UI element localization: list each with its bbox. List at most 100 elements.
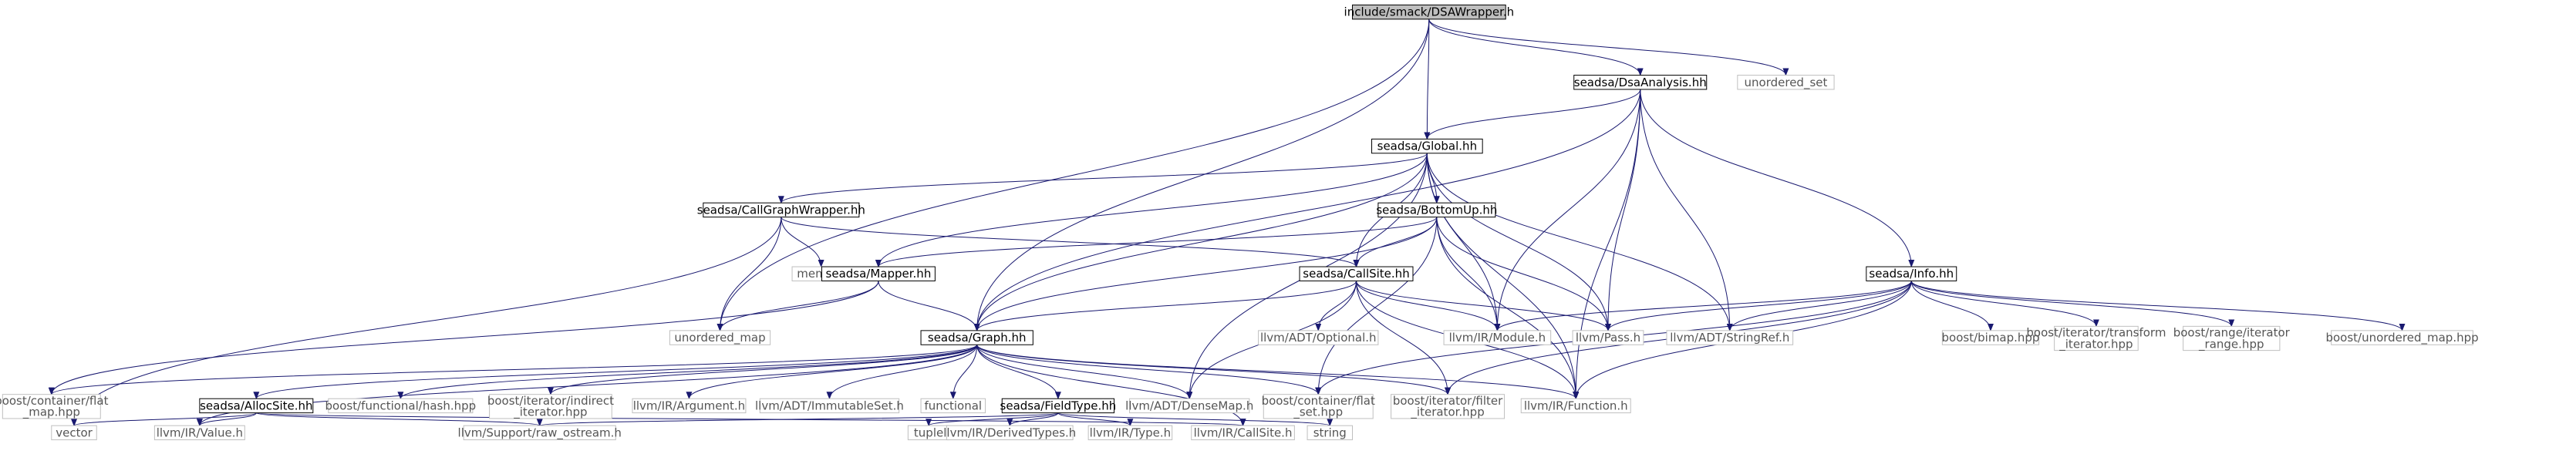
node-stringref: llvm/ADT/StringRef.h xyxy=(1666,330,1794,345)
node-label-immutableset: llvm/ADT/ImmutableSet.h xyxy=(755,399,904,412)
node-label-function: llvm/IR/Function.h xyxy=(1524,399,1628,412)
node-box-filter_iter xyxy=(1391,394,1505,419)
node-label-optional: llvm/ADT/Optional.h xyxy=(1260,331,1377,345)
node-label-flat_set: boost/container/flat xyxy=(1262,394,1375,408)
edge-root-to-graph_hh xyxy=(973,18,1430,331)
node-box-graph_hh xyxy=(920,330,1033,345)
node-functional: functional xyxy=(920,398,986,414)
node-box-info xyxy=(1866,266,1957,281)
node-box-range_iter xyxy=(2183,325,2281,351)
node-label-bimap: boost/bimap.hpp xyxy=(1942,331,2040,345)
node-box-module xyxy=(1443,330,1552,345)
edge-info-to-transform_iter xyxy=(1910,281,2099,328)
node-flat_set: boost/container/flat_set.hpp xyxy=(1262,394,1375,420)
node-label-mapper: seadsa/Mapper.hh xyxy=(826,267,932,281)
edge-graph_hh-to-flat_map xyxy=(49,344,978,395)
edge-global-to-pass xyxy=(1426,153,1611,331)
node-label-value: llvm/IR/Value.h xyxy=(157,425,243,439)
node-box-function xyxy=(1520,398,1631,414)
node-label-root: include/smack/DSAWrapper.h xyxy=(1344,5,1515,19)
edge-callgraphwrapper-to-vector xyxy=(71,217,782,427)
dependency-edges xyxy=(48,18,2406,427)
edge-global-to-mapper xyxy=(875,153,1428,268)
edge-fieldtype-to-type xyxy=(1057,412,1134,427)
node-label-dsaanalysis: seadsa/DsaAnalysis.hh xyxy=(1574,76,1707,89)
node-pass: llvm/Pass.h xyxy=(1572,330,1644,345)
edge-mapper-to-flat_map xyxy=(48,281,879,395)
node-label-filter_iter: boost/iterator/filter xyxy=(1393,394,1503,408)
node-bottomup[interactable]: seadsa/BottomUp.hh xyxy=(1376,202,1497,218)
node-graph_hh[interactable]: seadsa/Graph.hh xyxy=(920,330,1033,345)
node-label-bottomup: seadsa/BottomUp.hh xyxy=(1376,203,1497,217)
node-box-flat_map xyxy=(2,394,101,419)
node-mapper[interactable]: seadsa/Mapper.hh xyxy=(821,266,936,281)
node-function: llvm/IR/Function.h xyxy=(1520,398,1631,414)
edge-info-to-bimap xyxy=(1910,281,1994,331)
dependency-nodes: include/smack/DSAWrapper.h seadsa/DsaAnal… xyxy=(0,4,2479,441)
node-box-bimap xyxy=(1941,330,2040,345)
node-label-densemap: llvm/ADT/DenseMap.h xyxy=(1125,399,1253,412)
edge-dsaanalysis-to-graph_hh xyxy=(973,89,1641,331)
edge-root-to-global xyxy=(1424,18,1431,140)
node-label-flat_map: boost/container/flat xyxy=(0,394,109,408)
edge-global-to-function xyxy=(1426,153,1580,400)
node-box-unordered_map xyxy=(669,330,771,345)
edge-allocsite-to-value xyxy=(196,412,257,427)
node-label-global: seadsa/Global.hh xyxy=(1377,140,1477,153)
node-label-type: llvm/IR/Type.h xyxy=(1090,425,1172,439)
edge-global-to-graph_hh xyxy=(973,153,1428,331)
node-global[interactable]: seadsa/Global.hh xyxy=(1371,138,1483,154)
edge-callgraphwrapper-to-callsite_hh xyxy=(781,217,1360,268)
node-box-densemap xyxy=(1129,398,1250,414)
node-label-callsite_h: llvm/IR/CallSite.h xyxy=(1194,425,1293,439)
node-info[interactable]: seadsa/Info.hh xyxy=(1866,266,1957,281)
node-label-string: string xyxy=(1313,425,1347,439)
node-allocsite[interactable]: seadsa/AllocSite.hh xyxy=(199,398,314,414)
node-box-boost_umap xyxy=(2331,330,2473,345)
node-box-argument xyxy=(632,398,747,414)
edge-allocsite-to-raw_ostream xyxy=(255,412,543,427)
node-argument: llvm/IR/Argument.h xyxy=(632,398,747,414)
edge-info-to-boost_umap xyxy=(1910,281,2406,331)
node-box-hash xyxy=(328,398,474,414)
edge-root-to-dsaanalysis xyxy=(1428,18,1644,76)
node-label-flat_map: _map.hpp xyxy=(22,405,80,420)
node-fieldtype[interactable]: seadsa/FieldType.hh xyxy=(1000,398,1117,414)
edge-graph_hh-to-function xyxy=(976,345,1580,400)
edge-callsite_hh-to-module xyxy=(1356,281,1501,331)
node-label-tuple: tuple xyxy=(914,425,943,439)
node-box-mapper xyxy=(821,266,936,281)
edge-callsite_hh-to-optional xyxy=(1315,281,1357,331)
node-raw_ostream: llvm/Support/raw_ostream.h xyxy=(458,425,622,440)
node-box-functional xyxy=(920,398,986,414)
node-densemap: llvm/ADT/DenseMap.h xyxy=(1125,398,1253,414)
node-optional: llvm/ADT/Optional.h xyxy=(1258,330,1379,345)
node-hash: boost/functional/hash.hpp xyxy=(325,398,477,414)
node-label-range_iter: _range.hpp xyxy=(2198,337,2264,351)
node-box-pass xyxy=(1572,330,1644,345)
edge-dsaanalysis-to-stringref xyxy=(1640,89,1733,331)
edge-bottomup-to-flat_set xyxy=(1315,217,1438,395)
node-label-graph_hh: seadsa/Graph.hh xyxy=(928,331,1027,345)
node-label-functional: functional xyxy=(924,399,982,412)
node-label-flat_set: _set.hpp xyxy=(1293,405,1343,420)
edge-callsite_hh-to-filter_iter xyxy=(1356,281,1452,395)
edge-graph_hh-to-filter_iter xyxy=(976,345,1451,395)
node-callsite_hh[interactable]: seadsa/CallSite.hh xyxy=(1299,266,1414,281)
edge-callsite_hh-to-graph_hh xyxy=(973,281,1357,331)
node-box-root xyxy=(1352,4,1506,20)
node-label-raw_ostream: llvm/Support/raw_ostream.h xyxy=(458,425,622,440)
edge-callgraphwrapper-to-memory xyxy=(781,217,824,268)
edge-callsite_hh-to-pass xyxy=(1356,281,1611,331)
edge-graph_hh-to-fieldtype xyxy=(976,345,1061,400)
node-label-derivedtypes: llvm/IR/DerivedTypes.h xyxy=(943,425,1076,439)
node-value: llvm/IR/Value.h xyxy=(153,425,245,441)
node-root[interactable]: include/smack/DSAWrapper.h xyxy=(1344,4,1515,20)
node-box-vector xyxy=(51,425,97,441)
node-dsaanalysis[interactable]: seadsa/DsaAnalysis.hh xyxy=(1573,75,1708,90)
node-callgraphwrapper[interactable]: seadsa/CallGraphWrapper.hh xyxy=(697,202,865,218)
edge-fieldtype-to-derivedtypes xyxy=(1006,412,1059,427)
node-label-info: seadsa/Info.hh xyxy=(1869,267,1954,281)
node-label-hash: boost/functional/hash.hpp xyxy=(325,399,477,412)
node-label-module: llvm/IR/Module.h xyxy=(1449,331,1546,345)
